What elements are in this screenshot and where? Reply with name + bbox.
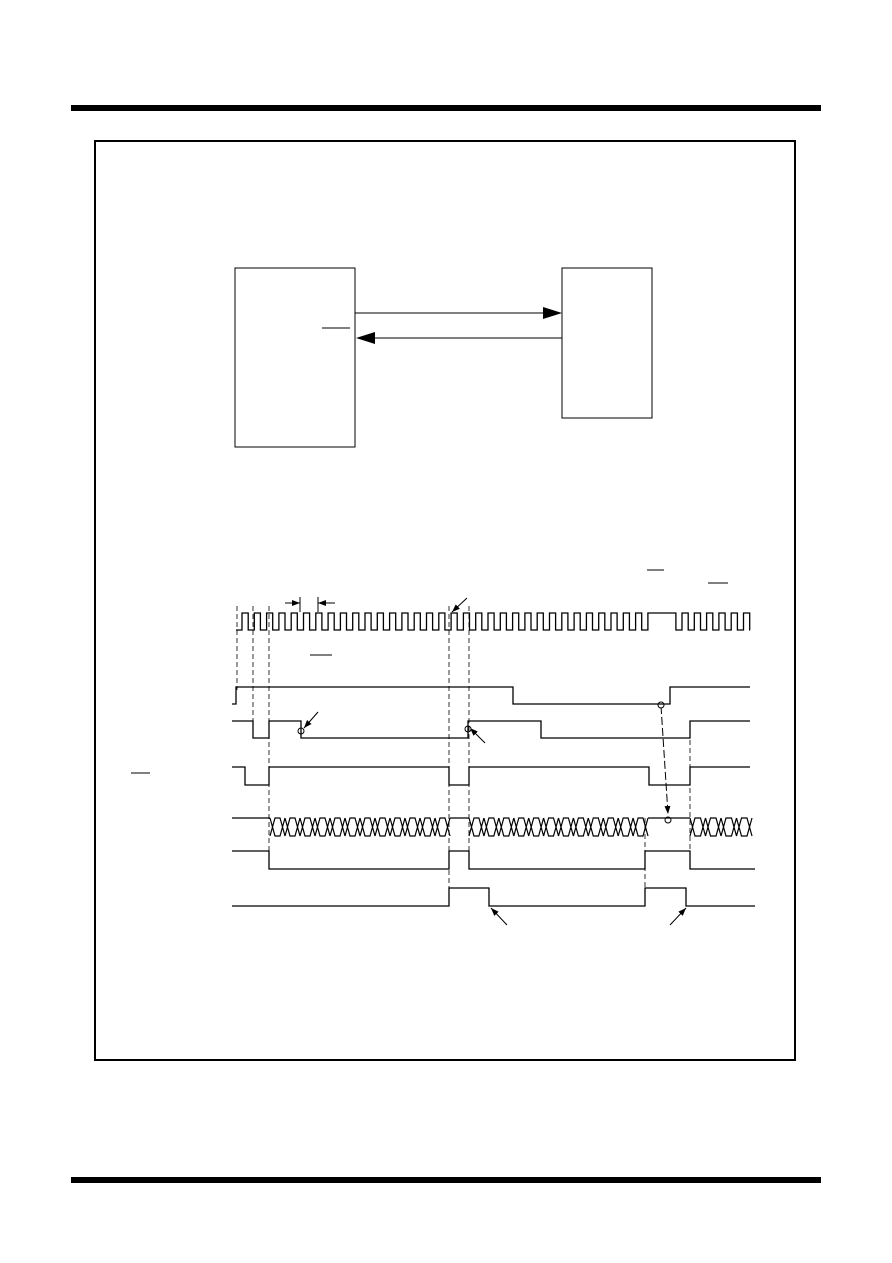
clock-waveform <box>236 612 751 631</box>
data-bus-waveform <box>232 817 753 837</box>
signal-line-4 <box>232 766 750 786</box>
block-left <box>234 267 356 448</box>
pointer-arrow <box>303 711 319 729</box>
edge-marker <box>657 701 665 709</box>
pointer-arrow <box>669 907 687 926</box>
pointer-arrow <box>490 907 508 926</box>
timing-guides <box>236 606 691 890</box>
pointer-arrow <box>469 727 486 744</box>
signal-line-7 <box>232 887 755 907</box>
block-diagram <box>234 267 653 448</box>
signal-line-2 <box>232 686 750 705</box>
pointer-arrow <box>660 705 671 815</box>
timing-diagram <box>131 569 755 926</box>
footer-rule <box>71 1177 821 1183</box>
period-dimension <box>285 597 335 612</box>
figure-frame <box>94 140 796 1061</box>
block-right <box>561 267 653 419</box>
arrow-left-to-right <box>355 307 562 319</box>
signal-line-3 <box>232 720 750 739</box>
header-rule <box>71 105 821 111</box>
signal-line-6 <box>232 850 755 870</box>
pointer-arrow <box>451 597 468 613</box>
arrow-right-to-left <box>356 332 562 344</box>
